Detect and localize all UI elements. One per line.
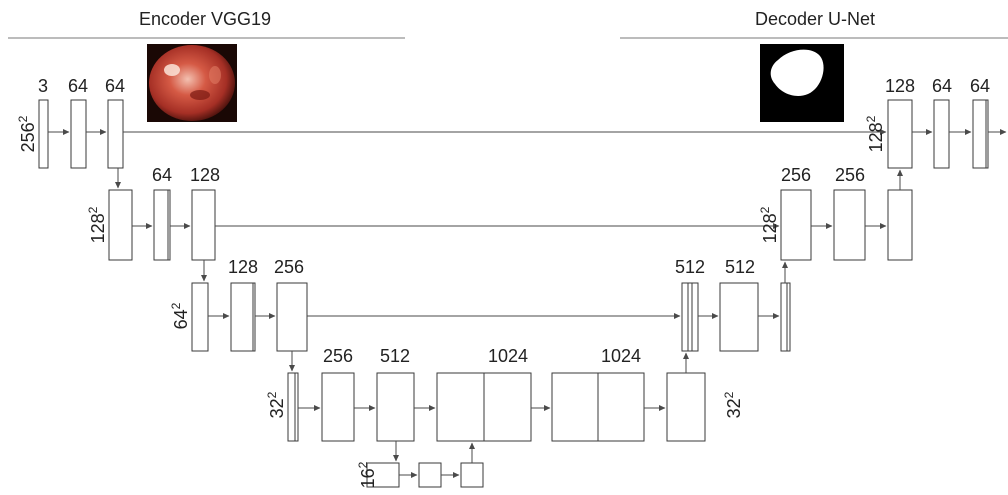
resolution-label: 322	[722, 391, 744, 418]
feature-map-dec1-concat	[888, 100, 912, 168]
feature-map-enc2-pool	[109, 190, 132, 260]
feature-map-enc3-a	[231, 283, 255, 351]
channel-label: 1024	[601, 346, 641, 366]
feature-map-dec4-b	[667, 373, 705, 441]
channel-label: 512	[675, 257, 705, 277]
feature-map-dec3-concat	[682, 283, 698, 351]
resolution-label: 2562	[16, 115, 38, 152]
channel-label: 256	[835, 165, 865, 185]
channel-label: 512	[725, 257, 755, 277]
feature-map-dec3-a	[720, 283, 758, 351]
resolution-label: 642	[169, 302, 191, 329]
feature-map-dec2-concat	[781, 190, 811, 260]
channel-label: 64	[152, 165, 172, 185]
feature-map-enc1-b	[108, 100, 123, 168]
feature-map-dec3-b	[781, 283, 790, 351]
feature-map-enc4-pool	[288, 373, 298, 441]
resolution-label: 322	[265, 391, 287, 418]
feature-map-dec2-a	[834, 190, 865, 260]
feature-map-enc4-b	[377, 373, 414, 441]
segmentation-mask-image	[760, 44, 844, 122]
resolution-label: 1282	[758, 206, 780, 243]
channel-label: 64	[68, 76, 88, 96]
channel-label: 128	[885, 76, 915, 96]
feature-map-bottleneck-mid	[419, 463, 441, 487]
channel-label: 1024	[488, 346, 528, 366]
endoscopy-image	[147, 44, 237, 122]
channel-label: 256	[781, 165, 811, 185]
channel-label: 256	[323, 346, 353, 366]
feature-map-enc2-b	[192, 190, 215, 260]
channel-label: 64	[932, 76, 952, 96]
decoder-title: Decoder U-Net	[755, 9, 875, 29]
feature-map-enc3-pool	[192, 283, 208, 351]
feature-map-enc1-a	[71, 100, 86, 168]
feature-map-enc4-a	[322, 373, 354, 441]
encoder-title: Encoder VGG19	[139, 9, 271, 29]
resolution-label: 1282	[86, 206, 108, 243]
channel-label: 128	[190, 165, 220, 185]
channel-label: 3	[38, 76, 48, 96]
feature-map-enc1-input	[39, 100, 48, 168]
feature-map-dec2-b	[888, 190, 912, 260]
channel-label: 64	[970, 76, 990, 96]
channel-label: 256	[274, 257, 304, 277]
resolution-label: 1282	[864, 115, 886, 152]
channel-label: 128	[228, 257, 258, 277]
channel-label: 512	[380, 346, 410, 366]
feature-map-enc3-b	[277, 283, 307, 351]
feature-map-dec1-a	[934, 100, 949, 168]
feature-map-bottleneck-up	[461, 463, 483, 487]
channel-label: 64	[105, 76, 125, 96]
